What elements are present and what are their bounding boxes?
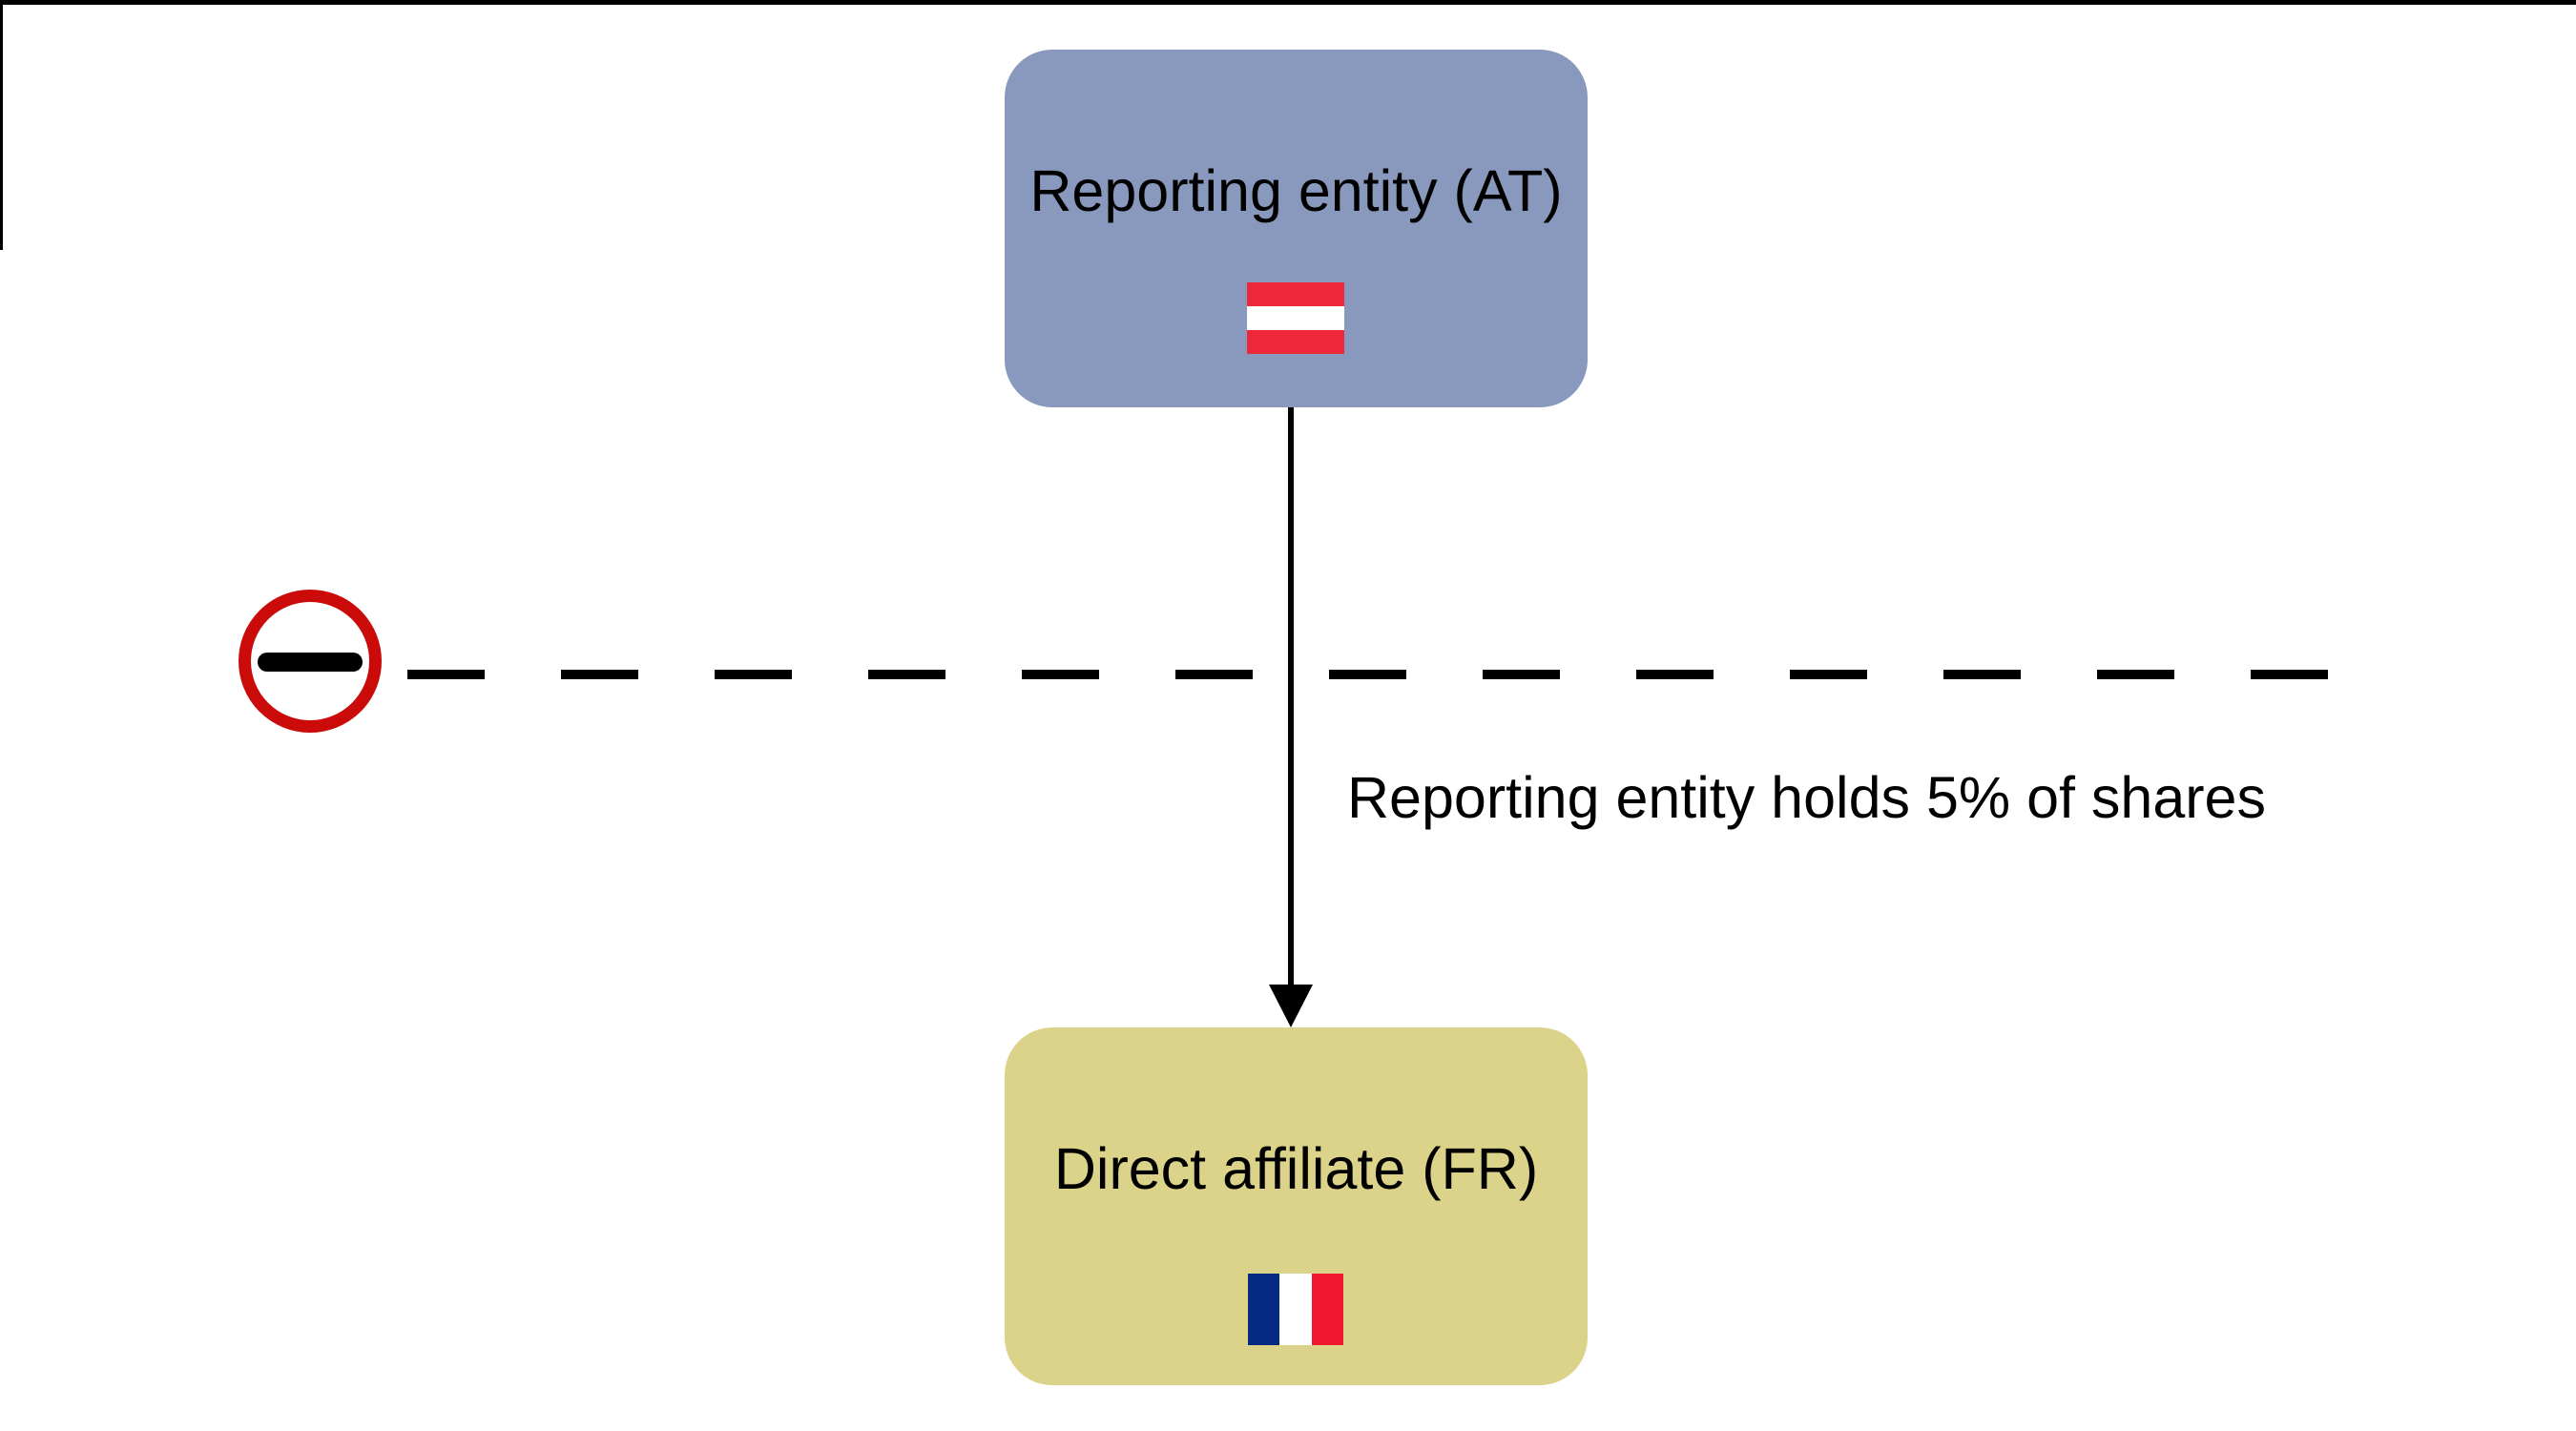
node-direct-affiliate: Direct affiliate (FR)	[1005, 1027, 1588, 1385]
france-flag-stripe-left	[1248, 1274, 1280, 1345]
node-reporting-entity: Reporting entity (AT)	[1005, 50, 1588, 407]
dashed-separator-line	[407, 670, 2328, 679]
france-flag-icon	[1248, 1274, 1343, 1345]
france-flag-stripe-right	[1311, 1274, 1343, 1345]
ownership-edge-label: Reporting entity holds 5% of shares	[1347, 765, 2266, 830]
austria-flag-stripe-middle	[1247, 306, 1344, 330]
frame-left-edge	[0, 0, 3, 250]
ownership-edge-line	[1288, 407, 1294, 989]
austria-flag-icon	[1247, 282, 1344, 354]
node-reporting-entity-label: Reporting entity (AT)	[1029, 158, 1563, 223]
frame-top-edge	[0, 0, 2576, 5]
austria-flag-stripe-bottom	[1247, 330, 1344, 354]
austria-flag-stripe-top	[1247, 282, 1344, 306]
france-flag-stripe-middle	[1279, 1274, 1312, 1345]
node-direct-affiliate-label: Direct affiliate (FR)	[1053, 1136, 1539, 1201]
no-entry-icon-bar	[258, 653, 363, 672]
ownership-edge-arrowhead-icon	[1269, 985, 1313, 1027]
